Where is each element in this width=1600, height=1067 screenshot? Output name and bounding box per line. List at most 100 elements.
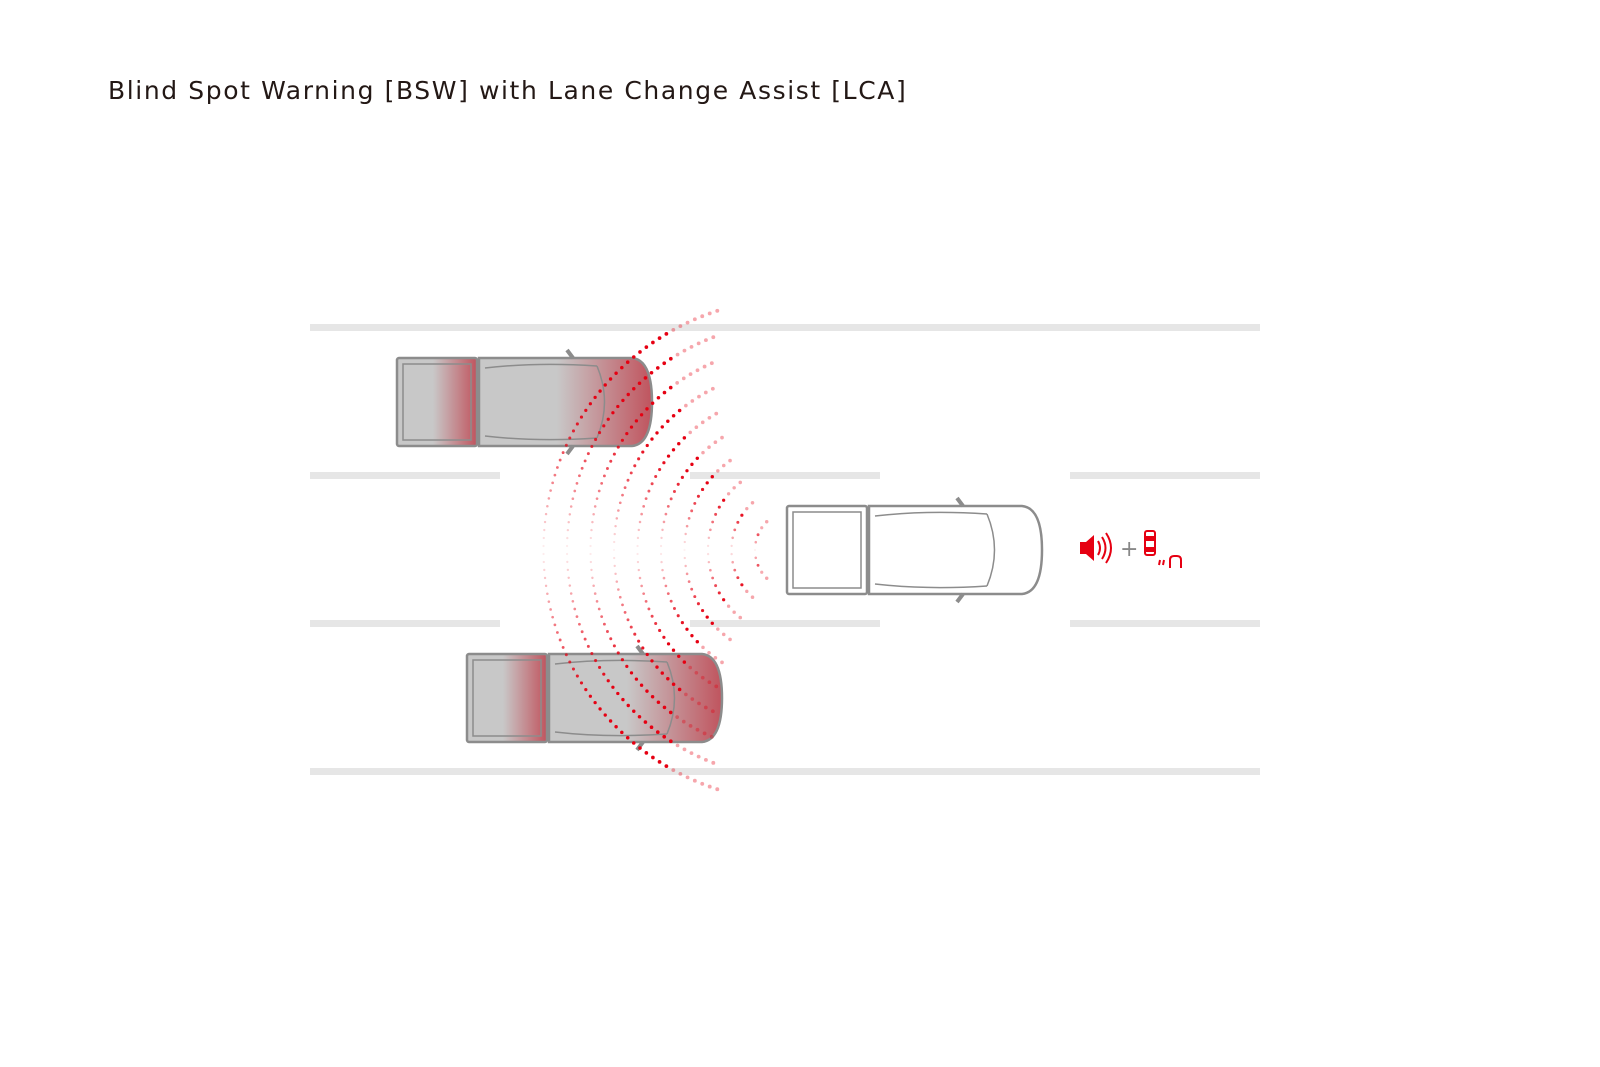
radar-dot xyxy=(547,600,551,603)
radar-dot xyxy=(549,489,552,492)
speaker-icon xyxy=(1080,532,1112,564)
radar-dot xyxy=(633,632,637,636)
radar-dot xyxy=(611,411,615,415)
radar-dot xyxy=(700,608,705,613)
radar-dot xyxy=(640,584,643,588)
radar-dot xyxy=(639,683,644,687)
radar-dot xyxy=(764,519,769,524)
radar-dot xyxy=(675,352,680,357)
radar-dot xyxy=(713,655,718,660)
radar-dot xyxy=(677,442,681,446)
radar-dot xyxy=(750,595,755,599)
radar-dot xyxy=(710,386,715,391)
radar-dot xyxy=(661,528,664,532)
radar-dot xyxy=(629,471,633,475)
radar-dot xyxy=(721,463,726,468)
radar-dot xyxy=(623,610,627,614)
radar-dot xyxy=(598,431,602,435)
radar-dot xyxy=(733,568,737,572)
lane-dash xyxy=(1070,620,1260,627)
radar-waves xyxy=(542,308,769,792)
radar-dot xyxy=(717,505,721,509)
radar-dot xyxy=(694,425,699,430)
radar-dot xyxy=(553,473,557,477)
radar-dot xyxy=(664,332,669,336)
radar-dot xyxy=(556,466,559,469)
radar-dot xyxy=(701,450,705,455)
radar-dot xyxy=(714,584,718,588)
radar-dot xyxy=(693,595,697,599)
radar-dot xyxy=(623,486,627,490)
radar-dot xyxy=(589,560,593,564)
radar-dot xyxy=(578,622,581,626)
radar-dot xyxy=(564,653,568,657)
radar-dot xyxy=(625,736,630,740)
radar-dot xyxy=(644,345,649,349)
radar-dot xyxy=(709,361,714,366)
radar-dot xyxy=(675,381,679,385)
radar-dot xyxy=(625,360,630,364)
radar-dot xyxy=(632,709,636,713)
radar-dot xyxy=(702,364,707,369)
radar-dot xyxy=(654,475,658,479)
radar-dot xyxy=(655,665,659,669)
radar-dot xyxy=(637,568,640,572)
lane-dash xyxy=(1070,472,1260,479)
radar-dot xyxy=(650,695,655,699)
radar-dot xyxy=(693,501,697,505)
radar-dot xyxy=(668,385,673,390)
radar-dot xyxy=(569,592,573,595)
radar-dot xyxy=(636,536,640,540)
radar-dot xyxy=(662,576,666,580)
radar-dot xyxy=(690,697,695,701)
radar-dot xyxy=(641,450,645,454)
radar-dot xyxy=(568,436,572,440)
radar-dot xyxy=(543,520,547,524)
radar-dot xyxy=(680,621,684,625)
radar-dot xyxy=(760,570,764,574)
radar-dot xyxy=(650,401,655,405)
radar-dot xyxy=(660,671,664,675)
radar-dot xyxy=(695,368,700,373)
radar-dot xyxy=(603,383,607,387)
radar-dot xyxy=(568,660,572,664)
radar-dot xyxy=(547,497,551,500)
radar-dot xyxy=(644,751,649,755)
radar-dot xyxy=(617,588,620,591)
radar-dot xyxy=(714,684,719,689)
radar-dot xyxy=(656,396,661,400)
radar-dot xyxy=(645,689,649,693)
radar-dot xyxy=(593,700,597,705)
radar-dot xyxy=(593,395,597,400)
radar-dot xyxy=(728,458,732,463)
page-title: Blind Spot Warning [BSW] with Lane Chang… xyxy=(108,76,908,105)
radar-dot xyxy=(696,754,701,759)
radar-dot xyxy=(583,637,587,641)
radar-dot xyxy=(658,467,662,472)
radar-dot xyxy=(575,674,579,678)
radar-dot xyxy=(637,714,642,719)
radar-dot xyxy=(716,469,720,473)
radar-dot xyxy=(700,675,705,680)
radar-dot xyxy=(697,701,701,706)
radar-dot xyxy=(662,361,667,366)
radar-dot xyxy=(566,568,570,572)
radar-dot xyxy=(605,467,609,470)
radar-dot xyxy=(575,615,579,619)
radar-dot xyxy=(551,481,554,485)
radar-dot xyxy=(714,512,718,516)
radar-dot xyxy=(546,504,549,508)
radar-dot xyxy=(675,743,680,748)
radar-dot xyxy=(549,608,552,611)
radar-dot xyxy=(551,615,554,619)
radar-dot xyxy=(612,644,616,648)
radar-dot xyxy=(566,528,570,532)
lane-dash xyxy=(690,472,880,479)
radar-dot xyxy=(614,572,617,576)
radar-dot xyxy=(720,660,724,665)
radar-dot xyxy=(637,381,642,386)
radar-dot xyxy=(626,618,630,622)
radar-dot xyxy=(641,646,645,650)
radar-dot xyxy=(631,741,636,745)
radar-dot xyxy=(678,771,683,776)
